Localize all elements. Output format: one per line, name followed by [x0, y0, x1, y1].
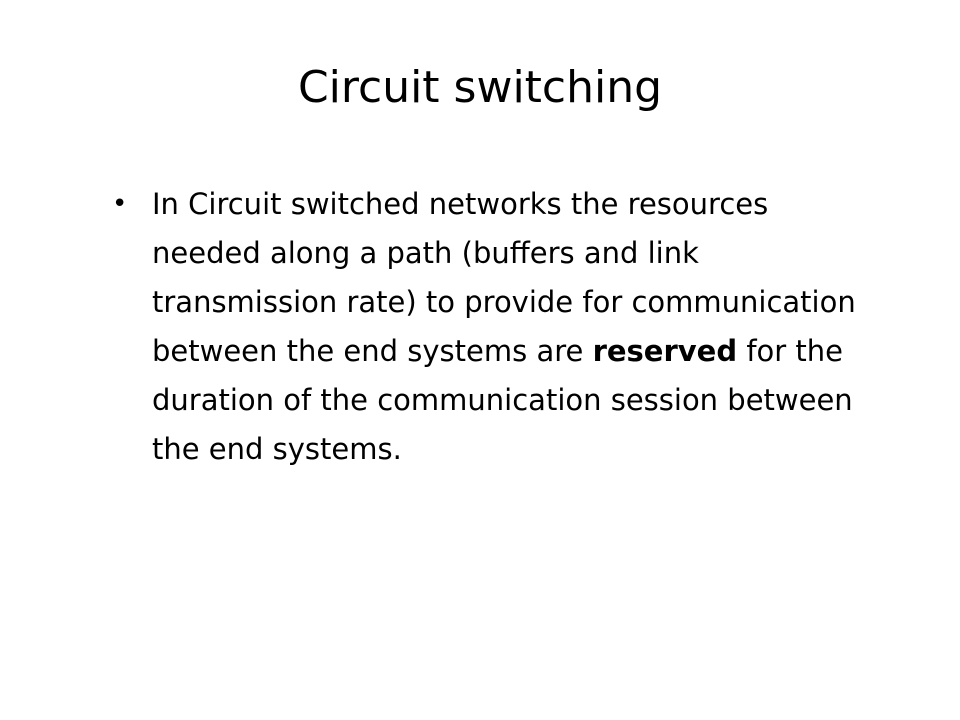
bullet-item: • In Circuit switched networks the resou…	[112, 180, 882, 474]
bullet-list: • In Circuit switched networks the resou…	[112, 180, 882, 474]
bullet-text-part2: for the duration of the communication se…	[152, 334, 853, 466]
bullet-text-bold: reserved	[592, 334, 738, 368]
bullet-text-part1: In Circuit switched networks the resourc…	[152, 187, 856, 368]
bullet-dot-icon: •	[112, 189, 128, 219]
slide-title: Circuit switching	[297, 62, 663, 113]
